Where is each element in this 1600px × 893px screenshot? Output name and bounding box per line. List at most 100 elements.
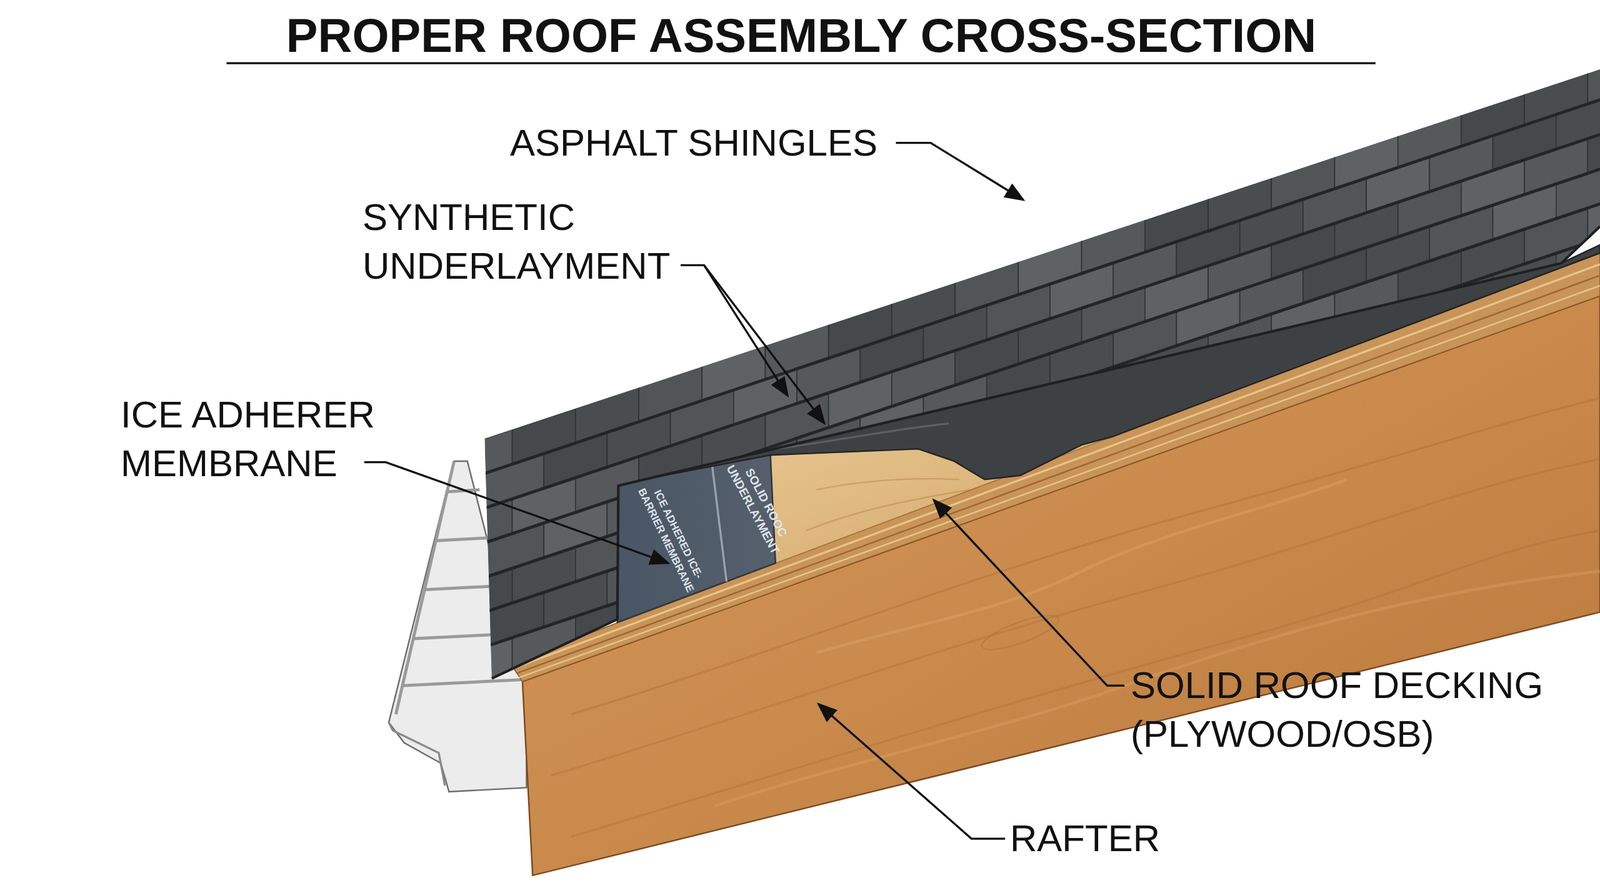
leader-line: [704, 265, 825, 424]
shingle-tab: [1018, 377, 1082, 434]
shingle-tab: [986, 423, 1050, 479]
leader-line: [680, 265, 788, 396]
shingle-tab: [1461, 298, 1525, 355]
shingle-tab: [986, 353, 1050, 410]
leader-line: [895, 143, 1024, 200]
shingle-tab: [1524, 277, 1588, 334]
shingle-tab: [796, 416, 860, 473]
callout-label: RAFTER: [1010, 814, 1160, 864]
shingle-tab: [891, 489, 955, 545]
shingle-tab: [701, 553, 765, 609]
shingle-tab: [1081, 425, 1145, 482]
callout-label: SOLID ROOF DECKING (PLYWOOD/OSB): [1130, 661, 1581, 759]
shingle-course-line: [448, 262, 1600, 659]
ply-line: [513, 264, 1600, 669]
shingle-tab: [1240, 338, 1304, 394]
shingle-tab: [923, 443, 987, 500]
shingle-course-line: [448, 123, 1600, 520]
shingle-tab: [796, 486, 860, 542]
callout-label: ASPHALT SHINGLES: [510, 118, 878, 168]
shingle-tab: [1335, 341, 1399, 397]
deck-grain: [816, 478, 960, 490]
wood-grain: [714, 571, 1600, 807]
gutter-hanger: [435, 537, 492, 541]
diagram-title: PROPER ROOF ASSEMBLY CROSS-SECTION: [286, 7, 1317, 64]
shingle-tab: [1587, 256, 1600, 312]
shingle-base: [485, 69, 1600, 679]
shingle-tab: [1145, 335, 1209, 391]
shingle-tab: [796, 555, 860, 612]
asphalt-shingles: [417, 48, 1600, 739]
shingle-tab: [955, 468, 1019, 524]
shingle-tab: [417, 613, 481, 670]
wood-knot: [978, 609, 1063, 657]
leader-line: [364, 462, 669, 564]
shingle-tab: [417, 475, 481, 531]
shingle-tab: [1271, 292, 1335, 349]
shingle-tab: [1240, 407, 1304, 464]
shingle-tab: [1556, 231, 1600, 288]
shingle-tab: [955, 398, 1019, 455]
shingle-tab: [733, 576, 797, 633]
gutter-hanger: [403, 679, 526, 686]
shingle-tab: [828, 441, 892, 497]
shingle-tab: [891, 420, 955, 476]
shingle-tab: [1018, 446, 1082, 503]
shingle-tab: [1366, 365, 1430, 421]
shingle-tab: [1208, 383, 1272, 439]
shingle-tab: [606, 619, 670, 675]
shingle-tab: [417, 683, 481, 739]
shingle-tab: [1335, 271, 1399, 328]
shingle-tab: [670, 598, 734, 654]
membrane-seam: [712, 466, 727, 582]
title-underline: [226, 62, 1375, 65]
shingle-tab: [1493, 322, 1557, 379]
shingle-tab: [1303, 386, 1367, 442]
shingle-course-line: [448, 88, 1600, 485]
shingle-tab: [1398, 250, 1462, 307]
shingle-tab: [1050, 401, 1114, 458]
shingle-tab: [1493, 253, 1557, 309]
leader-line: [933, 500, 1125, 686]
shingle-course-line: [448, 296, 1600, 694]
shingle-edge: [491, 226, 1600, 679]
shingle-tab: [1587, 48, 1600, 104]
shingle-tab: [860, 395, 924, 452]
shingle-course-line: [448, 227, 1600, 624]
shingle-tab: [1429, 343, 1493, 400]
shingle-tab: [860, 465, 924, 521]
callout-label: ICE ADHERER MEMBRANE: [120, 390, 409, 489]
shingle-tab: [1113, 380, 1177, 437]
shingle-tab: [923, 374, 987, 430]
shingle-tab: [1303, 316, 1367, 373]
shingle-tab: [1398, 320, 1462, 376]
shingle-tab: [986, 492, 1050, 549]
illustration-group: [226, 48, 1600, 876]
shingle-tab: [1176, 359, 1240, 415]
shingle-tab: [1145, 404, 1209, 460]
ply-line: [516, 275, 1600, 674]
shingle-tab: [1556, 301, 1600, 357]
gutter-profile: [388, 722, 445, 786]
shingle-tab: [1208, 313, 1272, 370]
shingle-tab: [1271, 362, 1335, 419]
shingle-tab: [448, 637, 512, 694]
shingle-tab: [1587, 117, 1600, 174]
shingle-tab: [1113, 450, 1177, 506]
shingle-tab: [701, 414, 765, 470]
shingle-tab: [1176, 428, 1240, 485]
shingle-tab: [828, 510, 892, 567]
shingle-tab: [1050, 332, 1114, 389]
shingle-tab: [1050, 471, 1114, 527]
shingle-tab: [1366, 295, 1430, 352]
ply-line: [519, 285, 1600, 678]
deck-grain: [806, 490, 970, 531]
leader-line: [818, 704, 1005, 840]
shingle-course-line: [448, 158, 1600, 555]
shingle-tab: [638, 435, 702, 492]
shingle-tab: [1587, 186, 1600, 243]
shingle-tab: [417, 544, 481, 600]
shingle-tab: [860, 534, 924, 590]
callout-label: SYNTHETIC UNDERLAYMENT: [362, 193, 700, 291]
